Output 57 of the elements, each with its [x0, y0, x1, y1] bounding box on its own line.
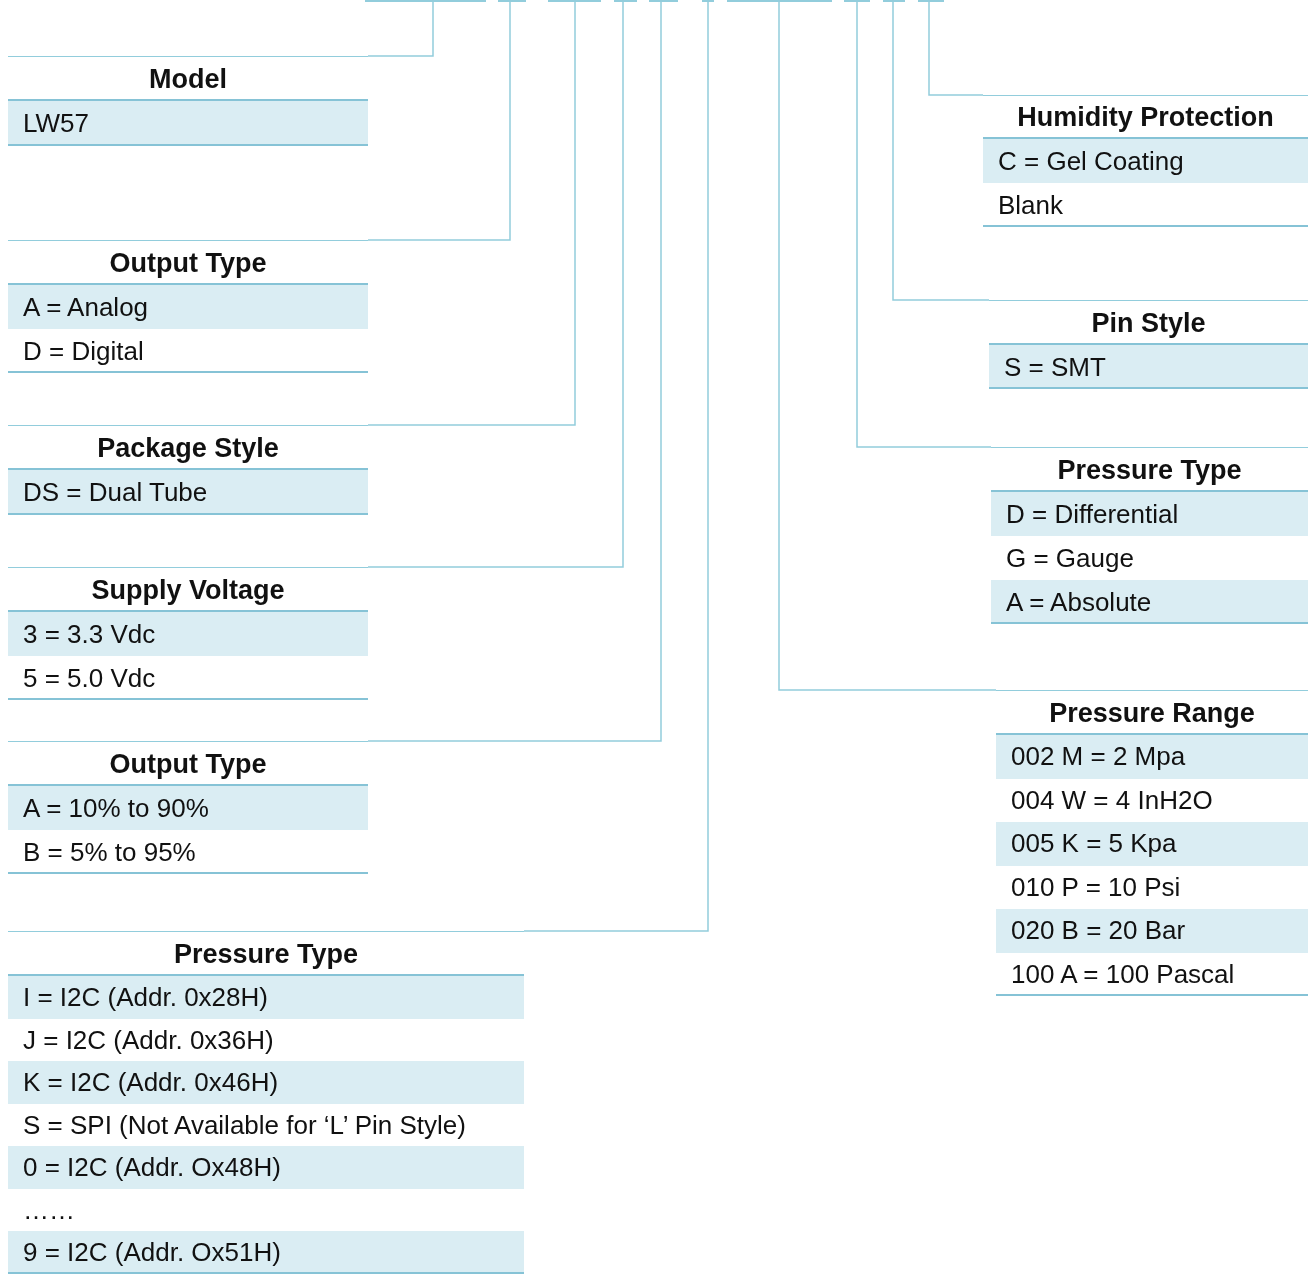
connector-line [367, 1, 576, 426]
code-underline [883, 0, 905, 2]
connector-line [367, 1, 624, 568]
option-table [996, 690, 1308, 996]
option-row: LW57 [8, 101, 368, 146]
connector-line [367, 1, 434, 57]
connector-line [367, 1, 511, 241]
option-row: B = 5% to 95% [8, 830, 368, 874]
option-table [989, 300, 1308, 389]
connector-line [523, 1, 709, 932]
option-table [991, 447, 1308, 624]
code-underline [702, 0, 714, 2]
option-row: S = SMT [989, 345, 1308, 389]
code-underline [614, 0, 637, 2]
option-row: D = Digital [8, 329, 368, 373]
connector-line [928, 1, 984, 96]
option-row: DS = Dual Tube [8, 470, 368, 515]
code-underline [844, 0, 870, 2]
option-row: 9 = I2C (Addr. Ox51H) [8, 1231, 524, 1274]
option-table [983, 95, 1308, 227]
code-underline [548, 0, 601, 2]
option-row: D = Differential [991, 492, 1308, 536]
option-row-text: S = SPI (Not Available for ‘L’ Pin Style) [22, 1108, 467, 1142]
option-row: 002 M = 2 Mpa [996, 735, 1308, 779]
option-row: 3 = 3.3 Vdc [8, 612, 368, 656]
option-row: Blank [983, 183, 1308, 227]
option-row: K = I2C (Addr. 0x46H) [8, 1061, 524, 1104]
option-row-text: 004 W = 4 InH2O [1010, 783, 1214, 817]
code-underline [918, 0, 944, 2]
option-row-text: G = Gauge [1005, 542, 1135, 575]
option-table [8, 240, 368, 373]
option-row: A = Absolute [991, 580, 1308, 624]
option-row: A = Analog [8, 285, 368, 329]
option-row: 005 K = 5 Kpa [996, 822, 1308, 866]
option-row-text: 010 P = 10 Psi [1010, 870, 1182, 904]
option-table [8, 931, 524, 1274]
option-table [8, 741, 368, 874]
option-table [8, 567, 368, 700]
option-row-text: …… [22, 1193, 76, 1227]
code-underline [727, 0, 832, 2]
code-underline [649, 0, 678, 2]
option-table [8, 425, 368, 515]
option-row: 5 = 5.0 Vdc [8, 656, 368, 700]
option-row: A = 10% to 90% [8, 786, 368, 830]
option-row: I = I2C (Addr. 0x28H) [8, 976, 524, 1019]
option-row: 020 B = 20 Bar [996, 909, 1308, 953]
connector-line [856, 1, 992, 448]
connector-line [367, 1, 662, 742]
option-table [8, 56, 368, 146]
code-underline [498, 0, 526, 2]
option-row-text: J = I2C (Addr. 0x36H) [22, 1023, 275, 1057]
connector-line [892, 1, 990, 301]
code-underline [365, 0, 486, 2]
connector-line [778, 1, 997, 691]
option-row: 100 A = 100 Pascal [996, 952, 1308, 996]
option-row: 0 = I2C (Addr. Ox48H) [8, 1146, 524, 1189]
option-row: C = Gel Coating [983, 139, 1308, 183]
